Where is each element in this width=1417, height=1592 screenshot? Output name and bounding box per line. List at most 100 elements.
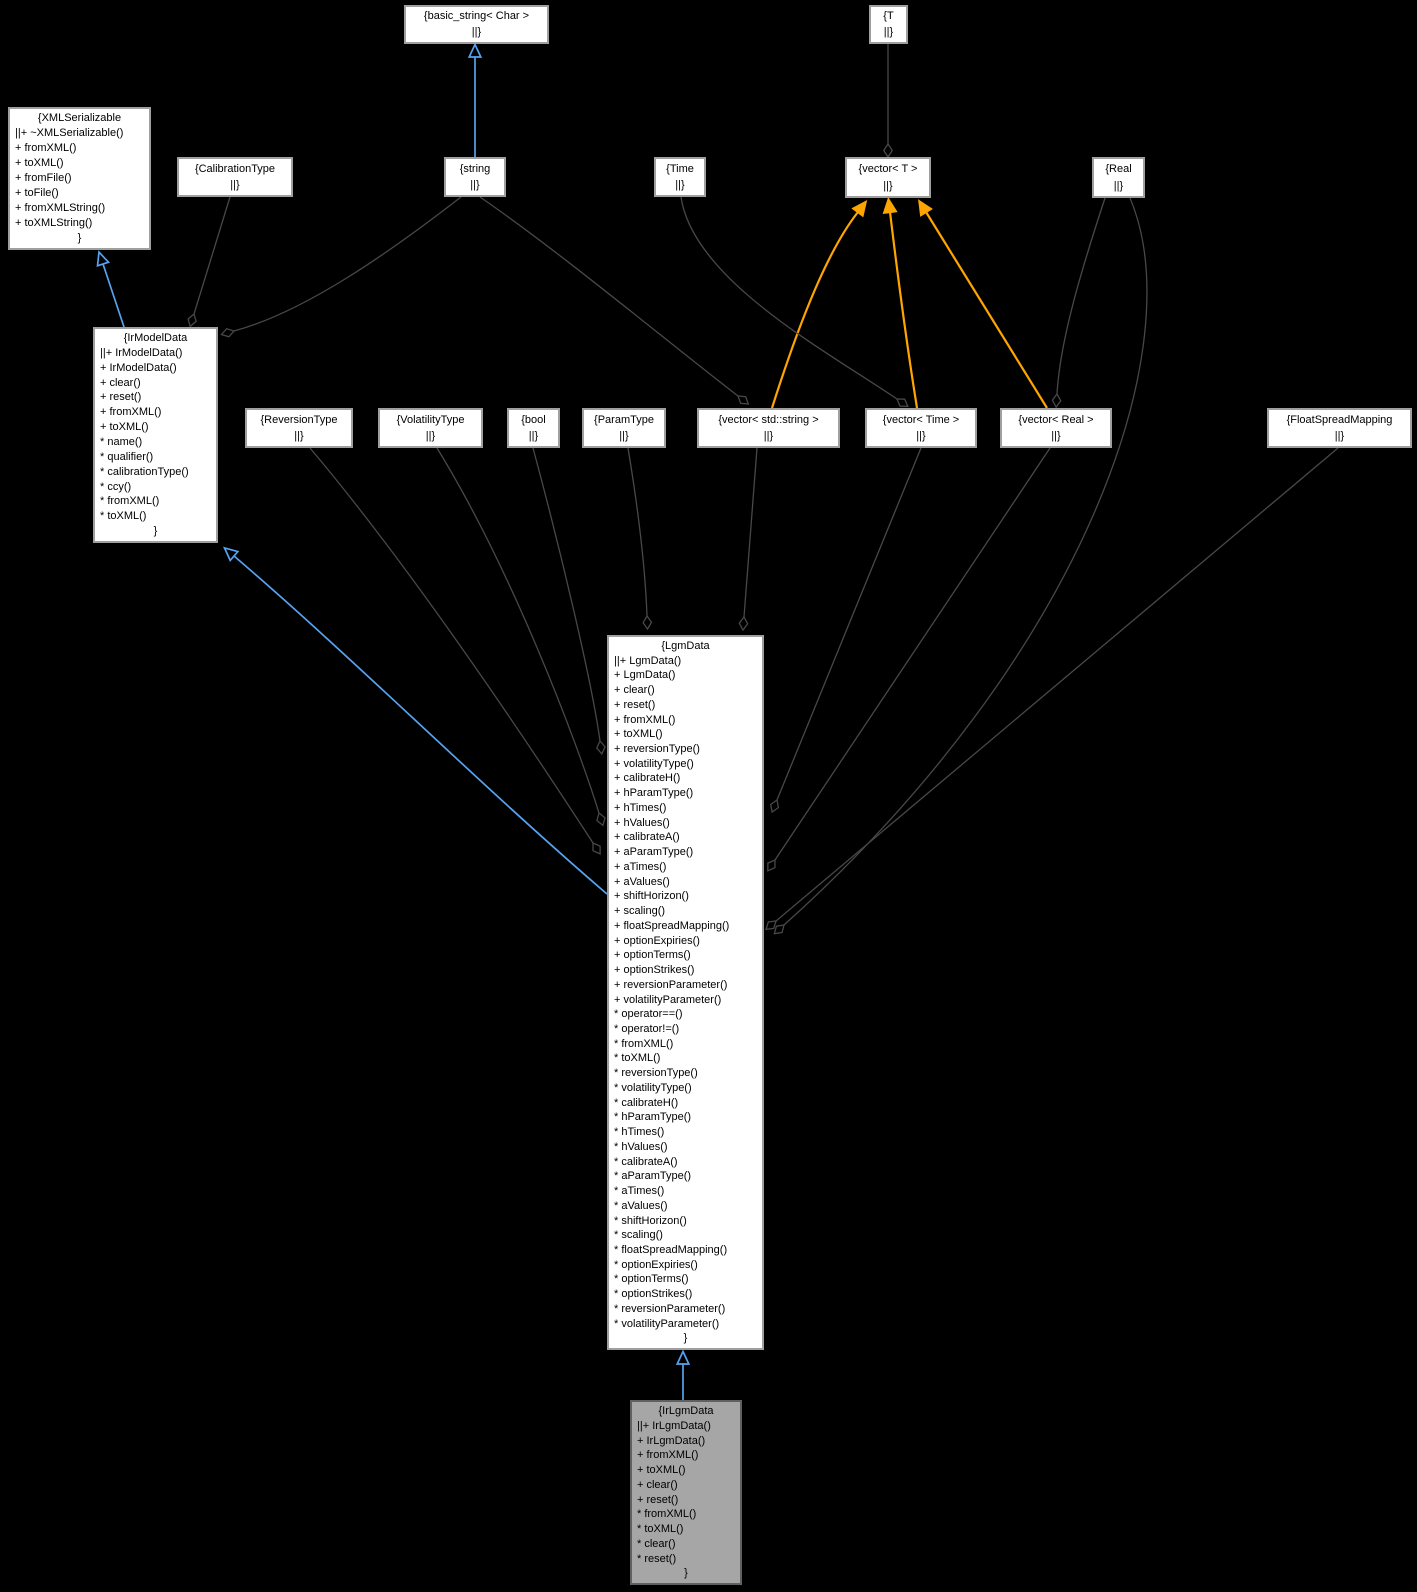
class-node-xmlserializable-line: } [77, 232, 82, 244]
class-node-irmodeldata-line: * toXML() [100, 510, 147, 523]
class-node-lgmdata-line: * aValues() [614, 1199, 668, 1212]
edge-time-to-vtime-member [680, 196, 898, 400]
class-node-real-line: ||} [1113, 179, 1124, 192]
class-node-reversiontype[interactable]: {ReversionType||} [245, 408, 353, 448]
class-node-calibrationtype[interactable]: {CalibrationType ||} [177, 157, 293, 197]
class-node-volatilitytype[interactable]: {VolatilityType||} [378, 408, 483, 448]
class-node-irmodeldata-line: * calibrationType() [100, 465, 189, 478]
class-node-lgmdata-line: * optionExpiries() [614, 1258, 698, 1271]
class-node-irmodeldata-line: } [153, 525, 158, 538]
class-node-vector-time[interactable]: {vector< Time >||} [865, 408, 977, 448]
class-node-vector-real[interactable]: {vector< Real > ||} [1000, 408, 1112, 448]
edge-bool-to-lgmdata-member-marker [596, 739, 606, 756]
edge-lgmdata-to-irmodeldata-inheritance-marker [222, 546, 240, 562]
class-node-irmodeldata-line: + IrModelData() [100, 361, 177, 374]
class-node-lgmdata[interactable]: {LgmData||+ LgmData()+ LgmData()+ clear(… [607, 635, 764, 1350]
class-node-irmodeldata-line: + toXML() [100, 421, 149, 434]
class-node-calibrationtype-line: {CalibrationType [194, 163, 276, 175]
class-node-irmodeldata-line: * name() [100, 436, 143, 448]
edge-vstring-to-lgmdata-member-marker [738, 615, 749, 632]
class-node-irlgmdata-line: + toXML() [637, 1464, 686, 1476]
class-node-lgmdata-line: + optionExpiries() [614, 934, 700, 947]
class-node-vector-t[interactable]: {vector< T > ||} [845, 157, 931, 198]
class-node-lgmdata-line: * operator!=() [614, 1022, 680, 1035]
edge-real-to-vreal-member [1056, 197, 1106, 395]
class-node-vector-real-line: {vector< Real > [1018, 414, 1094, 426]
class-node-volatilitytype-line: ||} [425, 430, 436, 442]
edge-reversiontype-to-lgmdata-member [309, 447, 594, 844]
class-node-vector-std-string[interactable]: {vector< std::string >||} [697, 408, 840, 448]
class-node-t[interactable]: {T||} [869, 5, 908, 44]
class-node-lgmdata-line: * aTimes() [614, 1185, 665, 1198]
class-node-xmlserializable-line: + fromFile() [15, 172, 72, 184]
class-node-string-line: {string [459, 163, 491, 175]
class-node-irmodeldata-line: + fromXML() [100, 406, 162, 419]
edge-bool-to-lgmdata-member [532, 447, 601, 742]
edge-paramtype-to-lgmdata-member [627, 447, 648, 617]
class-node-lgmdata-line: + volatilityType() [614, 757, 694, 770]
class-node-xmlserializable-line: + toXMLString() [15, 217, 93, 229]
class-node-time[interactable]: {Time||} [654, 157, 706, 197]
edge-vtime-to-lgmdata-member [776, 447, 922, 801]
class-node-irlgmdata-line: } [684, 1567, 688, 1580]
class-node-floatspreadmapping-line: {FloatSpreadMapping [1286, 414, 1393, 426]
class-node-xmlserializable-line: {XMLSerializable [37, 112, 122, 124]
class-node-basic-string[interactable]: {basic_string< Char >||} [404, 5, 549, 44]
class-node-irlgmdata[interactable]: {IrLgmData||+ IrLgmData()+ IrLgmData()+ … [630, 1400, 742, 1585]
class-node-lgmdata-line: * floatSpreadMapping() [614, 1243, 728, 1256]
class-node-lgmdata-line: * shiftHorizon() [614, 1214, 687, 1227]
class-node-reversiontype-line: {ReversionType [260, 414, 338, 426]
class-node-calibrationtype-line: ||} [230, 179, 240, 191]
class-node-vector-std-string-line: {vector< std::string > [718, 414, 819, 426]
class-node-floatspreadmapping[interactable]: {FloatSpreadMapping ||} [1267, 408, 1412, 448]
edge-lgmdata-to-irmodeldata-inheritance [233, 555, 608, 895]
class-node-xmlserializable[interactable]: {XMLSerializable||+ ~XMLSerializable()+ … [8, 107, 151, 250]
class-node-lgmdata-line: + aParamType() [614, 846, 694, 859]
class-node-irlgmdata-line: * clear() [637, 1537, 676, 1550]
class-node-lgmdata-line: * calibrateH() [614, 1096, 679, 1109]
class-node-irmodeldata[interactable]: {IrModelData||+ IrModelData()+ IrModelDa… [93, 327, 218, 543]
class-node-vector-t-line: {vector< T > [858, 163, 918, 175]
class-node-floatspreadmapping-line: ||} [1334, 430, 1345, 442]
class-node-irmodeldata-line: ||+ IrModelData() [100, 346, 183, 359]
edge-vstring-to-vectort-template [770, 211, 859, 409]
class-node-real[interactable]: {Real ||} [1092, 157, 1145, 198]
class-node-lgmdata-line: + reversionType() [614, 743, 700, 756]
edge-vreal-to-lgmdata-member [774, 447, 1051, 861]
class-node-irmodeldata-line: + reset() [100, 391, 142, 404]
class-node-lgmdata-line: + shiftHorizon() [614, 890, 689, 903]
edge-paramtype-to-lgmdata-member-marker [642, 614, 653, 631]
class-node-irlgmdata-line: * reset() [637, 1552, 677, 1565]
class-node-lgmdata-line: + fromXML() [614, 713, 676, 726]
class-node-lgmdata-line: + hParamType() [614, 787, 694, 800]
class-node-lgmdata-line: + reversionParameter() [614, 978, 728, 991]
class-node-paramtype-line: {ParamType [594, 414, 654, 426]
class-node-vector-time-line: ||} [916, 430, 926, 442]
edge-vstring-to-vectort-template-marker [851, 200, 868, 218]
class-node-paramtype[interactable]: {ParamType||} [582, 408, 666, 448]
class-node-lgmdata-line: + hTimes() [614, 801, 667, 814]
class-node-lgmdata-line: * operator==() [614, 1008, 683, 1021]
class-node-lgmdata-line: + aTimes() [614, 860, 667, 873]
class-node-lgmdata-line: ||+ LgmData() [614, 654, 682, 667]
edge-string-to-basicstring-inheritance-marker [467, 42, 483, 58]
edge-real-to-vreal-member-marker [1051, 392, 1062, 409]
class-node-t-line: ||} [883, 25, 894, 38]
edge-vtime-to-vectort-template [888, 211, 919, 409]
class-node-irmodeldata-line: * fromXML() [100, 495, 160, 508]
class-node-real-line: {Real [1105, 163, 1132, 175]
edge-irmodeldata-to-xmlserializable-inheritance-marker [96, 250, 111, 268]
class-node-bool[interactable]: {bool||} [507, 408, 560, 448]
class-node-lgmdata-line: * volatilityParameter() [614, 1317, 720, 1330]
class-node-irlgmdata-line: {IrLgmData [658, 1405, 714, 1417]
edge-vtime-to-lgmdata-member-marker [769, 798, 780, 814]
edge-string-to-irmodeldata-member [233, 196, 462, 332]
class-node-string[interactable]: {string||} [444, 157, 506, 197]
edge-t-to-vectort-member-marker [883, 142, 893, 159]
edge-time-to-vtime-member-marker [896, 398, 909, 407]
class-node-vector-real-line: ||} [1051, 430, 1061, 442]
class-node-vector-t-line: ||} [883, 179, 893, 192]
class-node-vector-std-string-line: ||} [763, 430, 774, 442]
class-node-irmodeldata-line: * qualifier() [100, 450, 154, 463]
